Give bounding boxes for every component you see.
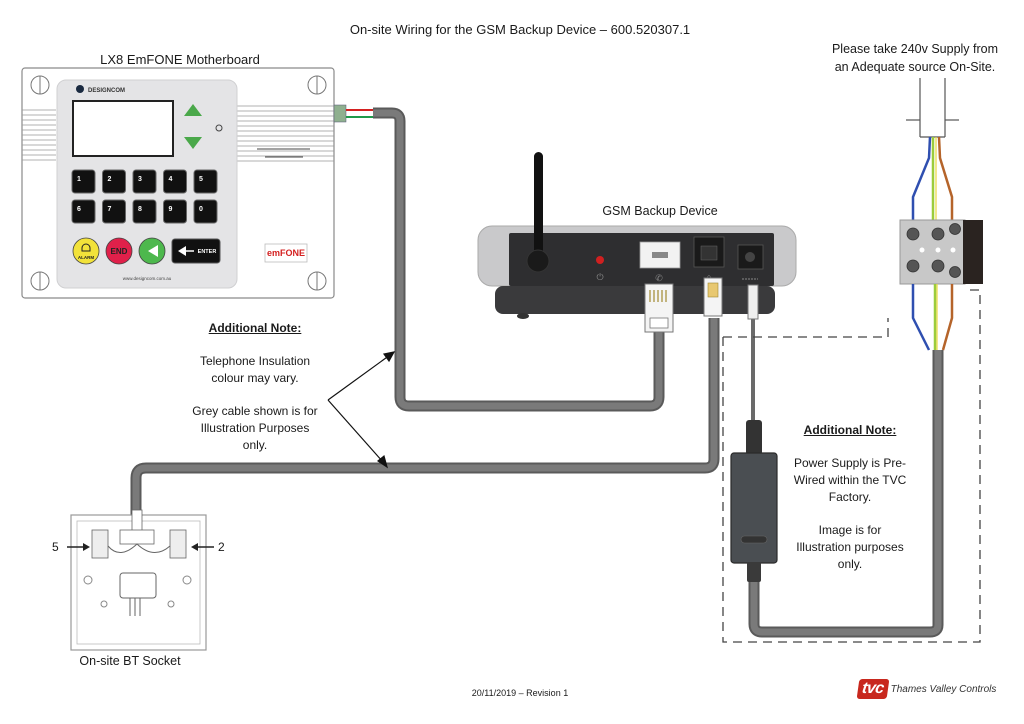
telephone-note: Additional Note: Telephone Insulation co…: [160, 320, 350, 454]
live-wire: [937, 136, 954, 220]
keypad-key-label: 8: [138, 206, 142, 213]
supply-note: Please take 240v Supply from an Adequate…: [810, 40, 1020, 76]
company-name: Thames Valley Controls: [890, 683, 997, 695]
power-note-line-1: Power Supply is Pre-: [793, 456, 907, 470]
psu-strain-relief: [746, 420, 762, 455]
telephone-note-line-2: colour may vary.: [211, 371, 299, 385]
mounting-screws: [30, 75, 327, 291]
terminal-2-label: 2: [218, 540, 225, 554]
keypad-keys: 1 2 3 4 5 6 7 8 9 0: [71, 169, 218, 224]
alarm-label: ALARM: [78, 255, 94, 260]
end-label: END: [111, 247, 128, 256]
keypad-key-label: 3: [138, 176, 142, 183]
motherboard-vents-right: [237, 105, 334, 162]
keypad-key-label: 4: [169, 176, 173, 183]
keypad-key-label: 0: [199, 206, 203, 213]
supply-note-line-2: an Adequate source On-Site.: [834, 60, 996, 74]
gsm-device-label: GSM Backup Device: [602, 204, 718, 218]
telephone-note-line-1: Telephone Insulation: [199, 354, 311, 368]
cables: [130, 107, 944, 638]
arrow-up-icon[interactable]: [184, 104, 202, 116]
terminal-block: [333, 104, 347, 123]
dc-plug: [747, 284, 759, 320]
keypad-key-4[interactable]: [163, 169, 187, 194]
enter-arrow-icon: [178, 246, 186, 256]
tvc-logo: tvc: [856, 679, 890, 699]
power-note-line-3: Factory.: [828, 490, 872, 504]
keypad-key-0[interactable]: [193, 199, 218, 224]
keypad-key-label: 1: [77, 176, 81, 183]
keypad-key-label: 5: [199, 176, 203, 183]
designcom-logo-icon: [76, 85, 84, 93]
company-brand: tvc Thames Valley Controls: [856, 679, 997, 699]
power-note-line-5: Illustration purposes: [796, 540, 904, 554]
bell-icon: [81, 243, 91, 252]
terminal-clamp: [963, 220, 983, 284]
footer-date-revision: 20/11/2019 – Revision 1: [471, 688, 569, 698]
home-icon: ⌂: [706, 272, 711, 282]
gsm-device: ⏻ ✆ ⌂: [477, 152, 797, 333]
power-note-line-2: Wired within the TVC: [793, 473, 907, 487]
motherboard-label: LX8 EmFONE Motherboard: [100, 52, 260, 67]
keypad-key-label: 6: [77, 206, 81, 213]
gsm-base: [495, 286, 775, 314]
mains-supply: [899, 78, 983, 351]
telephone-note-heading: Additional Note:: [208, 321, 302, 335]
emfone-logo: emFONE: [267, 248, 305, 258]
bt-socket-label: On-site BT Socket: [79, 654, 181, 668]
power-supply: [730, 420, 778, 582]
telephone-note-line-3: Grey cable shown is for: [192, 404, 318, 418]
diagram-title: On-site Wiring for the GSM Backup Device…: [349, 22, 691, 37]
lcd-display: [72, 100, 174, 157]
status-led-icon: [215, 124, 223, 132]
phone-icon: ✆: [655, 273, 663, 283]
keypad-key-2[interactable]: [102, 169, 126, 194]
keypad-key-label: 9: [169, 206, 173, 213]
keypad-key-6[interactable]: [71, 199, 96, 224]
designcom-website: www.designcom.com.au: [123, 276, 172, 281]
keypad-key-label: 2: [108, 176, 112, 183]
enter-label: ENTER: [198, 249, 217, 255]
power-note: Additional Note: Power Supply is Pre- Wi…: [765, 422, 935, 573]
keypad-key-3[interactable]: [132, 169, 157, 194]
power-icon: ⏻: [596, 272, 603, 282]
telephone-note-line-5: only.: [242, 438, 268, 452]
telephone-note-line-4: Illustration Purposes: [200, 421, 310, 435]
keypad-key-8[interactable]: [132, 199, 157, 224]
motherboard: DESIGNCOM 1 2 3 4 5 6 7 8 9 0 ALARM END ENTER www…: [21, 67, 347, 299]
terminal-5-label: 5: [52, 540, 59, 554]
prewired-boundary: [722, 289, 981, 643]
antenna: [534, 152, 543, 264]
power-note-line-4: Image is for: [818, 523, 882, 537]
supply-note-line-1: Please take 240v Supply from: [831, 42, 999, 56]
arrow-down-icon[interactable]: [184, 137, 202, 149]
neutral-wire: [911, 136, 932, 222]
end-button[interactable]: [105, 237, 133, 265]
note-arrows: [327, 351, 396, 469]
power-led: [596, 256, 604, 264]
keypad-key-1[interactable]: [71, 169, 96, 194]
keypad-key-7[interactable]: [102, 199, 126, 224]
keypad-key-label: 7: [108, 206, 112, 213]
motherboard-vents-left: [22, 109, 56, 161]
power-note-heading: Additional Note:: [803, 423, 897, 437]
emfone-logo-box: [264, 243, 308, 263]
keypad-key-9[interactable]: [163, 199, 187, 224]
bt-socket: [67, 509, 214, 651]
speaker-icon: [148, 245, 158, 257]
keypad-key-5[interactable]: [193, 169, 218, 194]
enter-button[interactable]: [171, 238, 221, 264]
power-note-line-6: only.: [837, 557, 863, 571]
designcom-brand: DESIGNCOM: [88, 88, 125, 94]
